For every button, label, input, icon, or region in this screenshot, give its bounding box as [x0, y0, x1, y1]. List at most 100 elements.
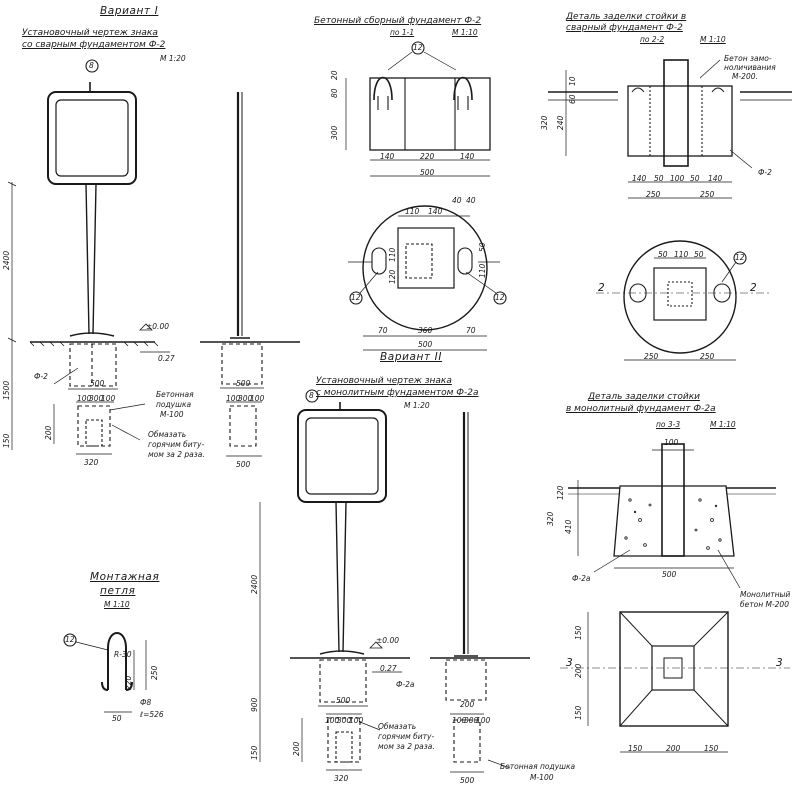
variant2-dim-height: 2400 — [250, 574, 259, 594]
variant1-pad-note-3: М-100 — [160, 410, 184, 419]
loop-dim-2: 250 — [150, 665, 159, 680]
detail-mono-plan-b3: 150 — [704, 744, 719, 753]
prefab-dim-l1: 20 — [330, 70, 339, 80]
detail-b-dim-l1: 10 — [568, 76, 577, 86]
prefab-dim-b1: 140 — [380, 152, 395, 161]
loop-callout: 12 — [65, 635, 75, 644]
variant2-coat-note-2: горячим биту- — [378, 732, 435, 741]
loop-dim-length: ℓ=526 — [140, 710, 164, 719]
detail-b-dim-b3: 100 — [670, 174, 685, 183]
detail-b-title: Деталь заделки стойки в — [566, 12, 687, 22]
variant1-side-dim-pad-width: 500 — [236, 460, 251, 469]
detail-mono-note-2: бетон М-200 — [740, 600, 789, 609]
variant1-side-dim-c: 100 — [250, 394, 265, 403]
loop-dim-1: 220 — [124, 675, 133, 690]
detail-mono-dim-l1: 120 — [556, 485, 565, 500]
detail-b-dim-l2: 60 — [568, 94, 577, 104]
loop-scale: М 1:10 — [104, 600, 130, 609]
detail-b-plan-dim-b2: 250 — [700, 352, 715, 361]
detail-b-note-1: Бетон замо- — [724, 54, 772, 63]
variant2-side-dim-b: 300 — [464, 716, 479, 725]
detail-b-cut-right: 2 — [750, 282, 758, 294]
variant1-sign-side — [200, 92, 300, 457]
callout-circle — [85, 59, 99, 73]
prefab-section — [345, 41, 491, 177]
loop-title-2: петля — [100, 585, 136, 597]
prefab-plan-dim-t3: 40 — [452, 196, 462, 205]
detail-b-note-3: М-200. — [732, 72, 758, 81]
variant1-dim-base: 150 — [2, 433, 11, 448]
variant1-level-zero: ±0.00 — [146, 322, 169, 331]
variant1-side-dim-b: 300 — [238, 394, 253, 403]
detail-b-foundation-tag: Ф-2 — [758, 168, 772, 177]
variant1-pad-note-2: подушка — [156, 400, 192, 409]
detail-b-callout: 12 — [735, 253, 745, 262]
detail-b-dim-h2: 250 — [700, 190, 715, 199]
variant1-dim-pad-a: 100 — [77, 394, 92, 403]
detail-mono-plan — [560, 611, 790, 753]
variant2-dim-pad-c: 100 — [349, 716, 364, 725]
detail-b-note-2: ноличивания — [724, 63, 776, 72]
prefab-plan-dim-l1: 110 — [388, 247, 397, 262]
variant2-level-zero: ±0.00 — [376, 636, 399, 645]
variant1-title: Вариант I — [100, 5, 159, 17]
variant1-coat-note-3: мом за 2 раза. — [148, 450, 205, 459]
variant1-dim-pad-b: 300 — [89, 394, 104, 403]
prefab-dim-b3: 140 — [460, 152, 475, 161]
detail-mono-dim-top: 100 — [664, 438, 679, 447]
variant1-level-minus: 0.27 — [158, 354, 175, 363]
detail-b-dim-l4: 240 — [556, 115, 565, 130]
detail-mono-section: по 3-3 — [656, 420, 681, 429]
detail-b-dim-b1: 140 — [632, 174, 647, 183]
detail-mono-dim-l2: 320 — [546, 511, 555, 526]
prefab-plan-dim-r1: 50 — [478, 242, 487, 252]
prefab-dim-l2: 80 — [330, 88, 339, 98]
prefab-plan — [348, 205, 507, 351]
variant1-scale: М 1:20 — [160, 54, 186, 63]
prefab-plan-dim-t1: 110 — [405, 207, 420, 216]
variant2-dim-pad-a: 100 — [325, 716, 340, 725]
detail-b-dim-h1: 250 — [646, 190, 661, 199]
prefab-section: по 1-1 — [390, 28, 415, 37]
prefab-plan-dim-b3: 70 — [466, 326, 476, 335]
variant1-coat-note-2: горячим биту- — [148, 440, 205, 449]
variant1-sign-front — [47, 59, 137, 337]
variant2-side-dim-a: 100 — [452, 716, 467, 725]
prefab-plan-dim-b2: 360 — [418, 326, 433, 335]
detail-b-plan-dim-t2: 110 — [674, 250, 689, 259]
variant2-dim-pad-height: 200 — [292, 741, 301, 756]
variant1-ground — [7, 181, 170, 455]
variant2-dim-pad-b: 300 — [337, 716, 352, 725]
detail-mono-plan-b1: 150 — [628, 744, 643, 753]
variant2-dim-pad-width: 320 — [334, 774, 349, 783]
detail-mono-cut-left: 3 — [566, 657, 574, 669]
variant2-subtitle-2: с монолитным фундаментом Ф-2а — [316, 388, 479, 398]
variant2-side-dim-c: 100 — [476, 716, 491, 725]
prefab-dim-l3: 300 — [330, 125, 339, 140]
prefab-title: Бетонный сборный фундамент Ф-2 — [314, 16, 482, 26]
variant1-dim-width: 500 — [90, 379, 105, 388]
variant1-callout: 8 — [89, 61, 94, 70]
variant1-subtitle-1: Установочный чертеж знака — [22, 28, 158, 38]
variant1-dim-pad-c: 100 — [101, 394, 116, 403]
loop-dim-r: R-30 — [114, 650, 132, 659]
detail-mono-title: Деталь заделки стойки — [588, 392, 701, 402]
variant1-subtitle-2: со сварным фундаментом Ф-2 — [22, 40, 166, 50]
variant2-side-dim-height: 200 — [460, 700, 475, 709]
detail-mono-dim-bottom: 500 — [662, 570, 677, 579]
detail-b-dim-l3: 320 — [540, 115, 549, 130]
variant2-sign-front — [259, 389, 410, 771]
prefab-plan-dim-t2: 140 — [428, 207, 443, 216]
loop-dim-width: 50 — [112, 714, 122, 723]
detail-b-dim-b2: 50 — [654, 174, 664, 183]
variant1-coat-note-1: Обмазать — [148, 430, 187, 439]
variant2-subtitle-1: Установочный чертеж знака — [316, 376, 452, 386]
prefab-plan-dim-b1: 70 — [378, 326, 388, 335]
detail-mono-plan-b2: 200 — [666, 744, 681, 753]
variant2-scale: М 1:20 — [404, 401, 430, 410]
variant1-side-dim-width: 500 — [236, 379, 251, 388]
variant2-coat-note-3: мом за 2 раза. — [378, 742, 435, 751]
loop-dim-bar: Ф8 — [140, 698, 152, 707]
detail-mono-plan-l2: 200 — [574, 663, 583, 678]
